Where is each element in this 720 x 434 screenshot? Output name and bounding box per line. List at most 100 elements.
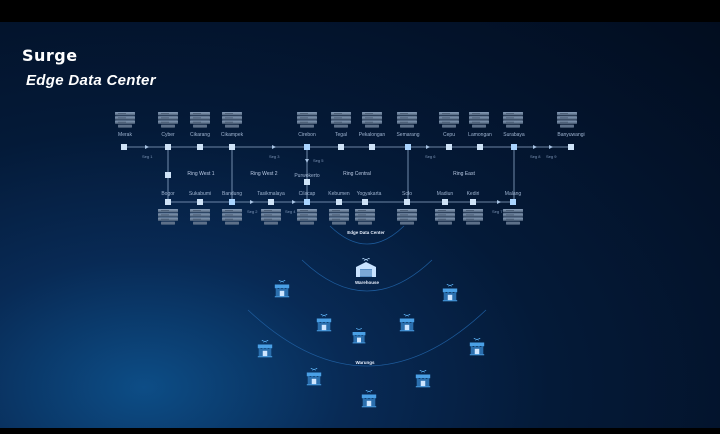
node xyxy=(362,199,368,205)
node xyxy=(369,144,375,150)
server-icon xyxy=(189,209,211,225)
arrow xyxy=(426,145,430,149)
server-icon xyxy=(330,112,352,128)
node xyxy=(442,199,448,205)
city-label: Kebumen xyxy=(328,191,350,197)
segment-label: Seg 9 xyxy=(546,154,557,159)
shop-icon xyxy=(469,338,485,356)
node xyxy=(477,144,483,150)
warehouse-icon xyxy=(355,258,377,278)
shop-icon xyxy=(316,314,332,332)
diagram-canvas: Surge Edge Data Center xyxy=(0,22,720,428)
node xyxy=(336,199,342,205)
ring-label: Ring West 2 xyxy=(250,171,277,177)
ring-label: Ring East xyxy=(453,171,475,177)
city-label: Banyuwangi xyxy=(557,132,584,138)
coverage-arcs xyxy=(247,225,487,367)
warehouse-label: Warehouse xyxy=(355,280,380,285)
arrow xyxy=(305,159,309,163)
node xyxy=(446,144,452,150)
server-icon xyxy=(296,112,318,128)
city-label-purwokerto: Purwokerto xyxy=(294,173,320,179)
node xyxy=(268,199,274,205)
city-label: Cyber xyxy=(161,132,175,138)
warungs-label: Warungs xyxy=(355,360,375,365)
city-label: Yogyakarta xyxy=(357,191,382,197)
node xyxy=(165,144,171,150)
node xyxy=(197,144,203,150)
segment-label: Seg 2 xyxy=(247,209,258,214)
server-icon xyxy=(354,209,376,225)
ring-label: Ring West 1 xyxy=(187,171,214,177)
ring-label: Ring Central xyxy=(343,171,371,177)
city-label: Sukabumi xyxy=(189,191,211,197)
city-label: Bogor xyxy=(161,191,175,197)
city-label: Cirebon xyxy=(298,132,316,138)
node xyxy=(510,199,516,205)
warehouse-arc xyxy=(301,259,433,292)
edge-arc xyxy=(329,225,405,245)
bottom-city-labels: Bogor Sukabumi Bandung Tasikmalaya Cilac… xyxy=(161,173,521,197)
bottom-servers xyxy=(157,209,524,225)
city-label: Solo xyxy=(402,191,412,197)
city-label: Semarang xyxy=(396,132,419,138)
node xyxy=(338,144,344,150)
city-label: Merak xyxy=(118,132,132,138)
top-city-labels: Merak Cyber Cikarang Cikampek Cirebon Te… xyxy=(118,132,585,138)
top-letterbox xyxy=(0,0,720,22)
server-icon xyxy=(328,209,350,225)
top-nodes xyxy=(121,144,574,185)
node xyxy=(304,179,310,185)
server-icon xyxy=(189,112,211,128)
server-icon xyxy=(502,112,524,128)
node xyxy=(229,144,235,150)
brand-logo: Surge xyxy=(22,46,78,65)
server-icon xyxy=(502,209,524,225)
segment-labels: Seg 1 Seg 3 Seg 5 Seg 6 Seg 8 Seg 9 Seg … xyxy=(142,154,557,214)
server-icon xyxy=(462,209,484,225)
page-title: Edge Data Center xyxy=(26,72,156,89)
node xyxy=(165,199,171,205)
segment-label: Seg 4 xyxy=(285,209,296,214)
city-label: Cepu xyxy=(443,132,455,138)
server-icon xyxy=(157,209,179,225)
direction-arrows xyxy=(145,145,553,204)
segment-label: Seg 5 xyxy=(313,158,324,163)
server-icon xyxy=(468,112,490,128)
city-label: Malang xyxy=(505,191,522,197)
shop-icon xyxy=(274,280,290,298)
server-icon xyxy=(396,209,418,225)
city-label: Kediri xyxy=(467,191,480,197)
shop-icon xyxy=(399,314,415,332)
city-label: Tasikmalaya xyxy=(257,191,285,197)
city-label: Cikarang xyxy=(190,132,210,138)
shop-icon xyxy=(442,284,458,302)
shop-icon xyxy=(257,340,273,358)
node xyxy=(304,199,310,205)
shop-icon xyxy=(306,368,322,386)
ring-labels: Ring West 1 Ring West 2 Ring Central Rin… xyxy=(187,171,475,177)
node xyxy=(405,144,411,150)
node xyxy=(304,144,310,150)
server-icon xyxy=(434,209,456,225)
node xyxy=(229,199,235,205)
top-servers xyxy=(114,112,578,128)
city-label: Surabaya xyxy=(503,132,525,138)
city-label: Pekalongan xyxy=(359,132,386,138)
node xyxy=(568,144,574,150)
bottom-nodes xyxy=(165,199,516,205)
server-icon xyxy=(260,209,282,225)
arrow xyxy=(145,145,149,149)
edge-data-center-label: Edge Data Center xyxy=(347,230,385,235)
node xyxy=(165,172,171,178)
server-icon xyxy=(556,112,578,128)
arrow xyxy=(549,145,553,149)
node xyxy=(197,199,203,205)
arrow xyxy=(292,200,296,204)
segment-label: Seg 1 xyxy=(142,154,153,159)
segment-label: Seg 6 xyxy=(425,154,436,159)
city-label: Madiun xyxy=(437,191,454,197)
server-icon xyxy=(361,112,383,128)
arrow xyxy=(250,200,254,204)
server-icon xyxy=(157,112,179,128)
